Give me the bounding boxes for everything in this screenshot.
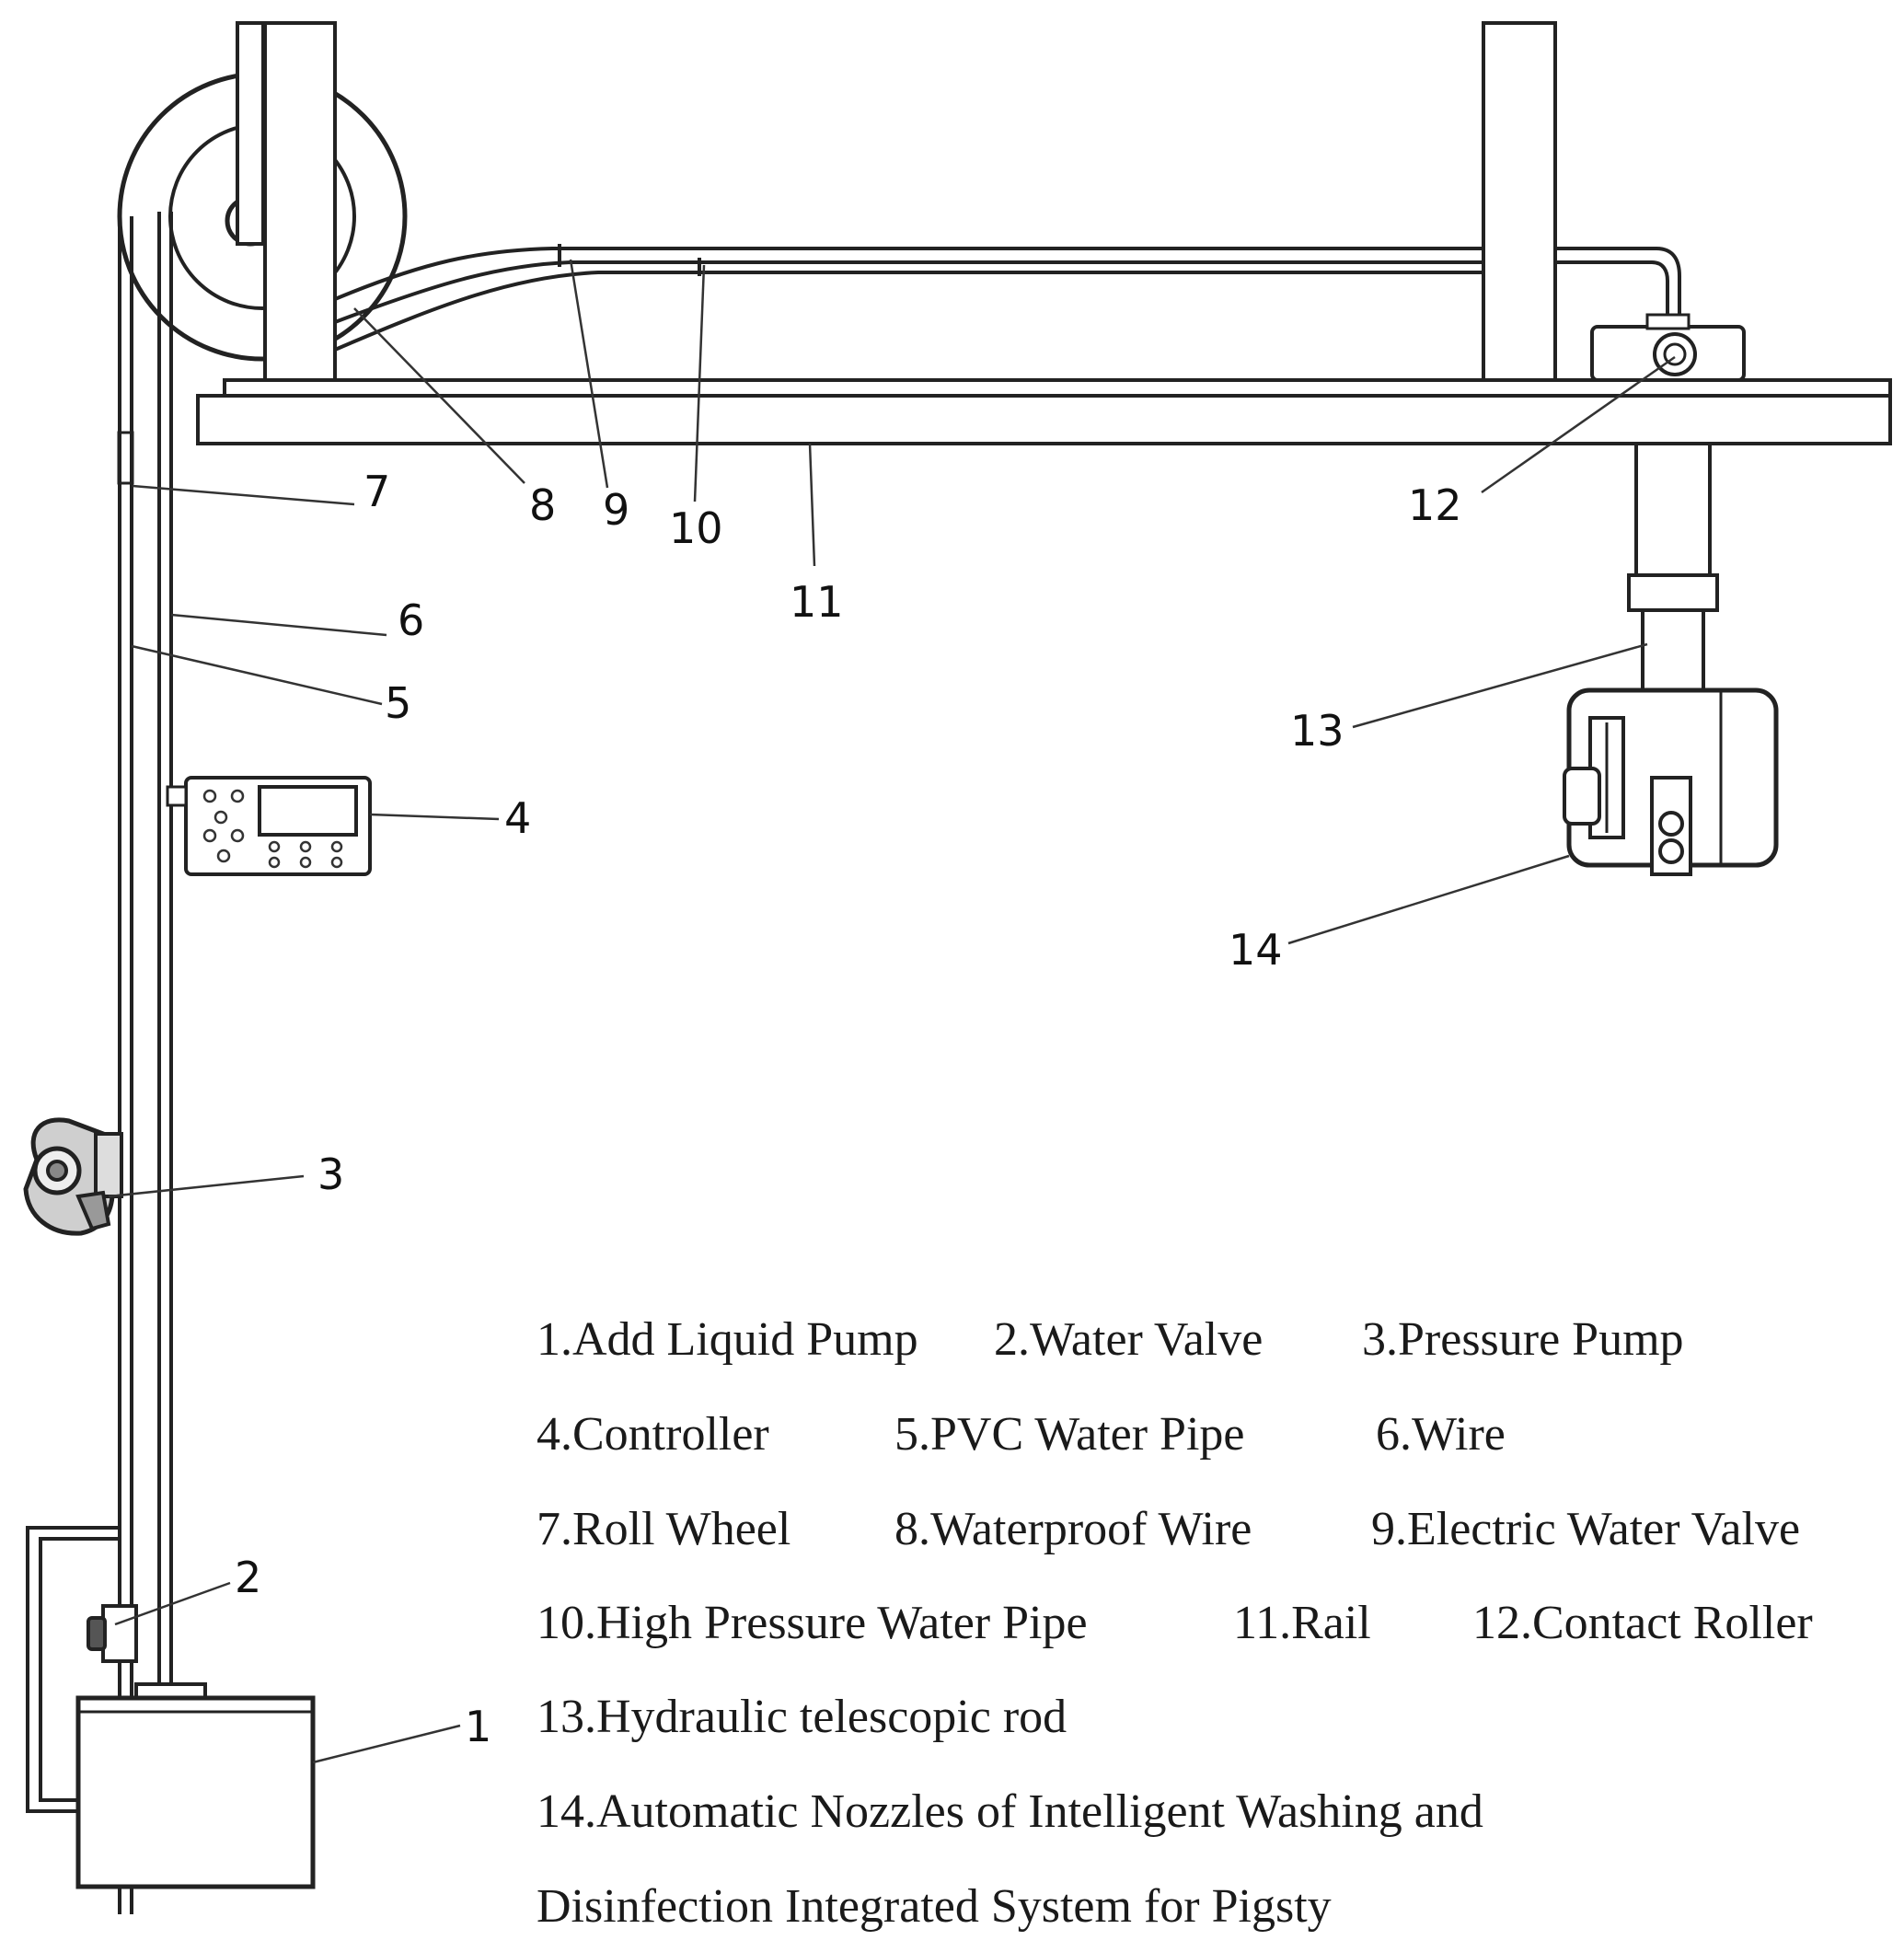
- rail: [196, 378, 1892, 445]
- legend-item-5: 5.PVC Water Pipe: [894, 1408, 1245, 1461]
- leader-lines: [108, 259, 1676, 1764]
- callout-2: 2: [235, 1553, 261, 1602]
- legend-item-4: 4.Controller: [537, 1408, 769, 1461]
- hydraulic-telescopic-rod: [1627, 442, 1719, 695]
- add-liquid-pump: [75, 1682, 316, 1889]
- legend-item-1: 1.Add Liquid Pump: [537, 1313, 918, 1366]
- callout-10: 10: [669, 503, 723, 553]
- overhead-pipes: [334, 244, 1681, 352]
- callout-14: 14: [1229, 925, 1283, 975]
- callout-12: 12: [1408, 480, 1462, 530]
- callout-4: 4: [504, 793, 531, 843]
- callout-9: 9: [603, 485, 629, 535]
- callout-13: 13: [1290, 706, 1344, 756]
- contact-roller: [1590, 313, 1746, 382]
- legend-item-12: 12.Contact Roller: [1472, 1597, 1813, 1649]
- legend-item-3: 3.Pressure Pump: [1362, 1313, 1684, 1366]
- callout-numbers: 1 2 3 4 5 6 7 8 9 10 11 12 13 14: [235, 467, 1462, 1751]
- callout-5: 5: [385, 678, 411, 728]
- legend-item-10: 10.High Pressure Water Pipe: [537, 1597, 1088, 1649]
- callout-1: 1: [465, 1702, 491, 1751]
- callout-7: 7: [363, 467, 390, 516]
- pressure-pump: [23, 1117, 123, 1236]
- callout-11: 11: [790, 577, 844, 627]
- bracket-frame: [26, 1526, 120, 1813]
- callout-8: 8: [529, 480, 556, 530]
- water-valve: [87, 1604, 138, 1663]
- legend-item-2: 2.Water Valve: [994, 1313, 1263, 1366]
- legend-item-6: 6.Wire: [1376, 1408, 1506, 1461]
- support-posts: [236, 21, 1557, 398]
- legend-item-8: 8.Waterproof Wire: [894, 1503, 1252, 1555]
- controller: [166, 776, 372, 876]
- callout-3: 3: [317, 1149, 344, 1199]
- legend-item-9: 9.Electric Water Valve: [1371, 1503, 1800, 1555]
- callout-6: 6: [398, 595, 424, 645]
- legend-item-13: 13.Hydraulic telescopic rod: [537, 1691, 1067, 1743]
- legend-item-14-line2: Disinfection Integrated System for Pigst…: [537, 1880, 1332, 1933]
- legend-item-14-line1: 14.Automatic Nozzles of Intelligent Wash…: [537, 1785, 1483, 1838]
- legend-item-7: 7.Roll Wheel: [537, 1503, 790, 1555]
- automatic-nozzles: [1563, 687, 1779, 876]
- legend: 1.Add Liquid Pump 2.Water Valve 3.Pressu…: [537, 1313, 1813, 1933]
- legend-item-11: 11.Rail: [1233, 1597, 1371, 1649]
